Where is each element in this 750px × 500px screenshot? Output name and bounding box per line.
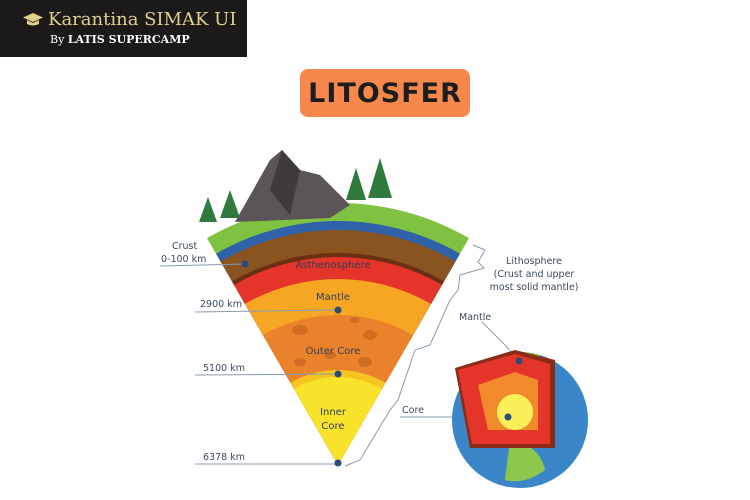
depth-crust-label: Crust: [172, 241, 198, 252]
depth-6378: 6378 km: [203, 452, 245, 463]
brand-subtitle: By LATIS SUPERCAMP: [50, 33, 190, 46]
label-inner-core-2: Core: [321, 421, 344, 432]
label-mantle: Mantle: [316, 292, 350, 303]
depth-2900: 2900 km: [200, 299, 242, 310]
lithosphere-desc-2: most solid mantle): [490, 282, 579, 293]
trees: [199, 158, 392, 222]
mountain-shadow: [270, 150, 300, 215]
lithosphere-label: Lithosphere: [506, 256, 562, 267]
brand-title: Karantina SIMAK UI: [48, 9, 237, 30]
label-asthenosphere: Asthenosphere: [295, 260, 370, 271]
outer-core-speckles: [292, 317, 377, 367]
brand-banner: Karantina SIMAK UI By LATIS SUPERCAMP: [0, 0, 247, 57]
depth-markers: [241, 260, 342, 467]
depth-crust-range: 0-100 km: [161, 254, 206, 265]
graduation-cap-icon: [23, 13, 43, 26]
brand-org: LATIS SUPERCAMP: [67, 33, 190, 46]
core-bracket-label: Core: [402, 405, 424, 416]
inner-core-layer: [294, 377, 382, 465]
brand-by: By: [50, 33, 65, 46]
mantle-bracket-label: Mantle: [459, 312, 491, 323]
label-inner-core-1: Inner: [320, 407, 347, 418]
lithosphere-desc-1: (Crust and upper: [494, 269, 575, 280]
earth-globe: [452, 350, 588, 488]
depth-5100: 5100 km: [203, 363, 245, 374]
page-title: LITOSFER: [300, 69, 470, 117]
label-outer-core: Outer Core: [306, 346, 361, 357]
